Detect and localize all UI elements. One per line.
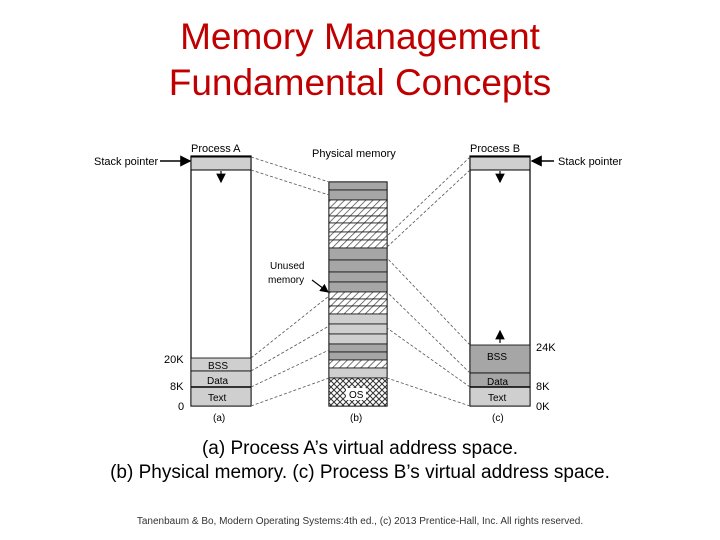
memory-frame — [328, 259, 388, 273]
caption-line-1: (a) Process A’s virtual address space. — [201, 438, 519, 459]
b-stack-segment — [469, 156, 531, 171]
memory-frame — [328, 367, 388, 379]
memory-frame — [328, 343, 388, 353]
process-b-label: Process B — [470, 143, 520, 155]
sub-label-b: (b) — [350, 413, 362, 424]
memory-frame — [328, 189, 388, 201]
memory-frame — [328, 247, 388, 261]
slide-title: Memory Management Fundamental Concepts — [0, 14, 720, 106]
a-stack-segment — [190, 156, 252, 171]
process-b-space: BSS Data Text — [469, 155, 531, 407]
unused-memory-label-line1: Unused — [270, 261, 304, 272]
memory-frame — [328, 298, 388, 307]
b-text-label: Text — [488, 393, 507, 404]
a-tick-8k: 8K — [170, 381, 184, 393]
a-tick-20k: 20K — [164, 354, 184, 366]
unused-memory-label-line2: memory — [268, 275, 304, 286]
memory-frame — [328, 239, 388, 249]
stack-pointer-label-left: Stack pointer — [94, 156, 159, 168]
memory-frame — [328, 359, 388, 369]
memory-frame — [328, 271, 388, 283]
b-data-label: Data — [487, 377, 509, 388]
b-tick-24k: 24K — [536, 342, 556, 354]
memory-frame — [328, 291, 388, 300]
stack-pointer-label-right: Stack pointer — [558, 156, 623, 168]
copyright-footer: Tanenbaum & Bo, Modern Operating Systems… — [136, 516, 584, 527]
sub-label-c: (c) — [492, 413, 504, 424]
memory-frame — [328, 215, 388, 224]
memory-frame — [328, 333, 388, 345]
os-label: OS — [349, 390, 364, 401]
a-text-label: Text — [208, 393, 227, 404]
memory-frame — [328, 231, 388, 241]
memory-frame — [328, 313, 388, 325]
a-tick-0: 0 — [178, 401, 184, 413]
a-bss-label: BSS — [208, 361, 228, 372]
title-line-2: Fundamental Concepts — [168, 62, 552, 103]
memory-frame — [328, 351, 388, 361]
figure-caption: (a) Process A’s virtual address space. (… — [0, 437, 720, 485]
mapping-lines — [250, 156, 471, 407]
process-a-label: Process A — [191, 143, 241, 155]
memory-frame — [328, 181, 388, 191]
memory-frame — [328, 323, 388, 335]
memory-frame — [328, 199, 388, 209]
b-tick-8k: 8K — [536, 381, 550, 393]
process-a-space: BSS Data Text — [190, 155, 252, 407]
b-bss-label: BSS — [487, 352, 507, 363]
b-tick-0k: 0K — [536, 401, 550, 413]
memory-frame — [328, 305, 388, 315]
unused-memory-arrow — [311, 279, 329, 293]
memory-frame — [328, 281, 388, 293]
memory-frame — [328, 207, 388, 217]
sub-label-a: (a) — [213, 413, 225, 424]
caption-line-2: (b) Physical memory. (c) Process B’s vir… — [110, 462, 610, 483]
a-data-label: Data — [207, 376, 229, 387]
memory-diagram: Process A Physical memory Process B Stac… — [94, 143, 623, 424]
physical-memory-column — [328, 181, 388, 407]
memory-frame — [328, 222, 388, 233]
physical-memory-label: Physical memory — [312, 148, 396, 160]
title-line-1: Memory Management — [180, 16, 540, 57]
os-label-background — [346, 388, 366, 400]
